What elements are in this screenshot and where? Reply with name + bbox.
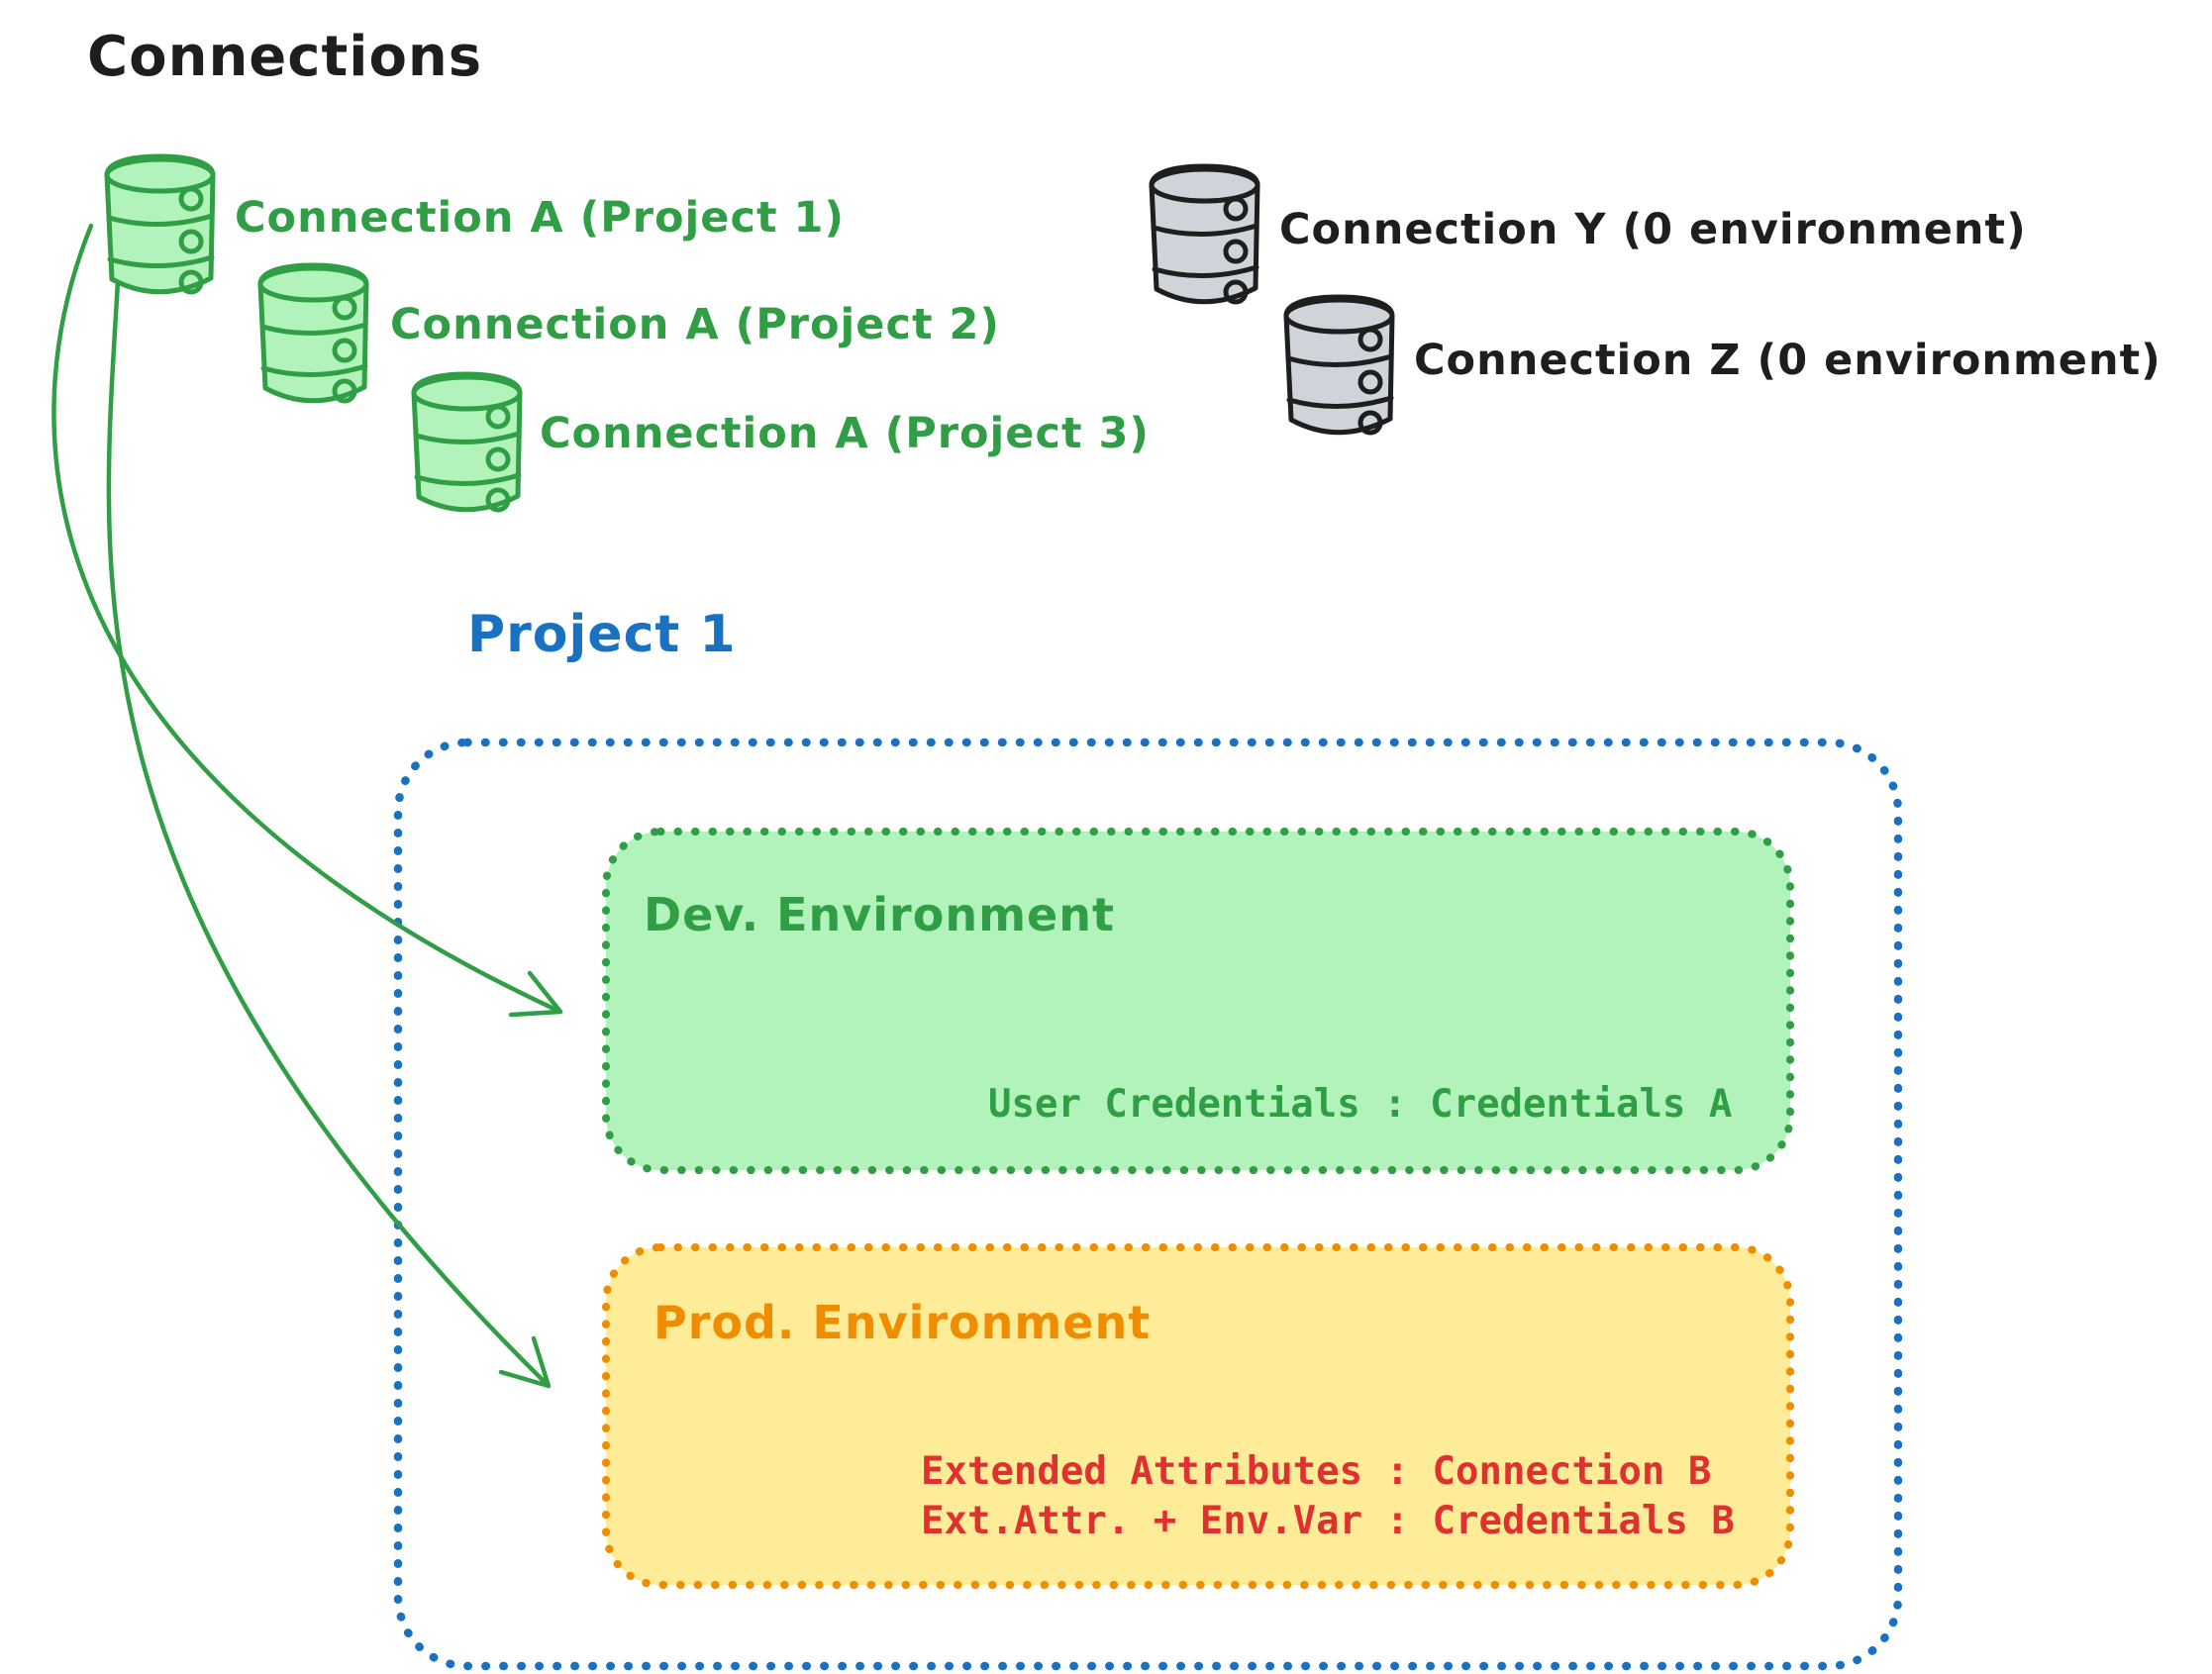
connection-a-project1-label: Connection A (Project 1) [235,193,846,243]
connection-a-project2-label: Connection A (Project 2) [390,300,1001,349]
arrow-to-dev-environment [51,223,563,1018]
connection-y-label: Connection Y (0 environment) [1279,205,2027,254]
connections-title: Connections [87,25,483,89]
project1-title: Project 1 [467,605,737,664]
database-icon-project3 [414,374,520,510]
prod-environment-title: Prod. Environment [654,1296,1152,1349]
arrow-to-prod-environment [106,259,552,1389]
dev-environment-box [602,828,1794,1174]
database-icon-connection-y [1152,166,1257,302]
prod-environment-box [602,1243,1794,1589]
database-icon-project1 [107,156,213,292]
dev-environment-credentials: User Credentials : Credentials A [988,1082,1733,1127]
prod-mapping-line-2: Ext.Attr. + Env.Var : Credentials B [921,1499,1735,1543]
connection-z-label: Connection Z (0 environment) [1414,336,2162,385]
project1-box [393,738,1903,1671]
database-icon-project2 [260,265,366,401]
connection-a-project3-label: Connection A (Project 3) [540,409,1151,458]
dev-environment-title: Dev. Environment [644,888,1115,941]
database-icon-connection-z [1286,297,1392,433]
prod-environment-mappings: Extended Attributes : Connection B Ext.A… [921,1447,1735,1546]
prod-mapping-line-1: Extended Attributes : Connection B [921,1449,1712,1494]
